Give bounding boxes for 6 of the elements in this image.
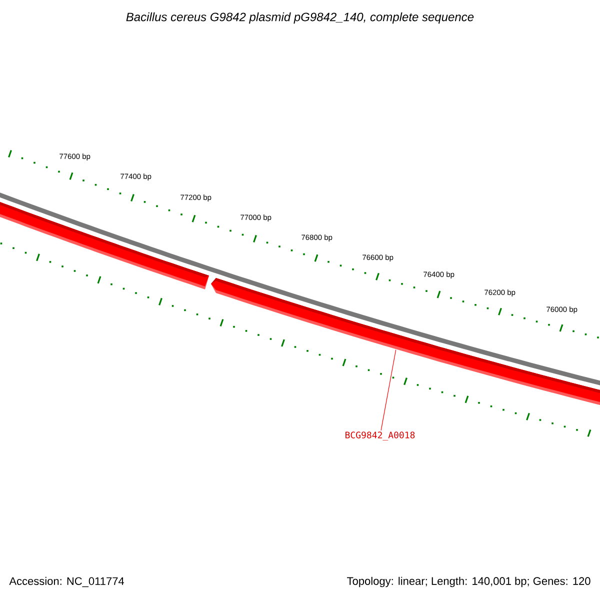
title: Bacillus cereus G9842 plasmid pG9842_140, complete sequence	[126, 12, 474, 24]
gene-bar	[211, 278, 600, 408]
gene-label: BCG9842_A0018	[346, 432, 415, 440]
footer-text: Accession: NC_011774	[9, 576, 124, 588]
leader-line	[380, 350, 396, 431]
footer-text: Topology: linear; Length: 140,001 bp; Genes: 120	[347, 576, 590, 588]
